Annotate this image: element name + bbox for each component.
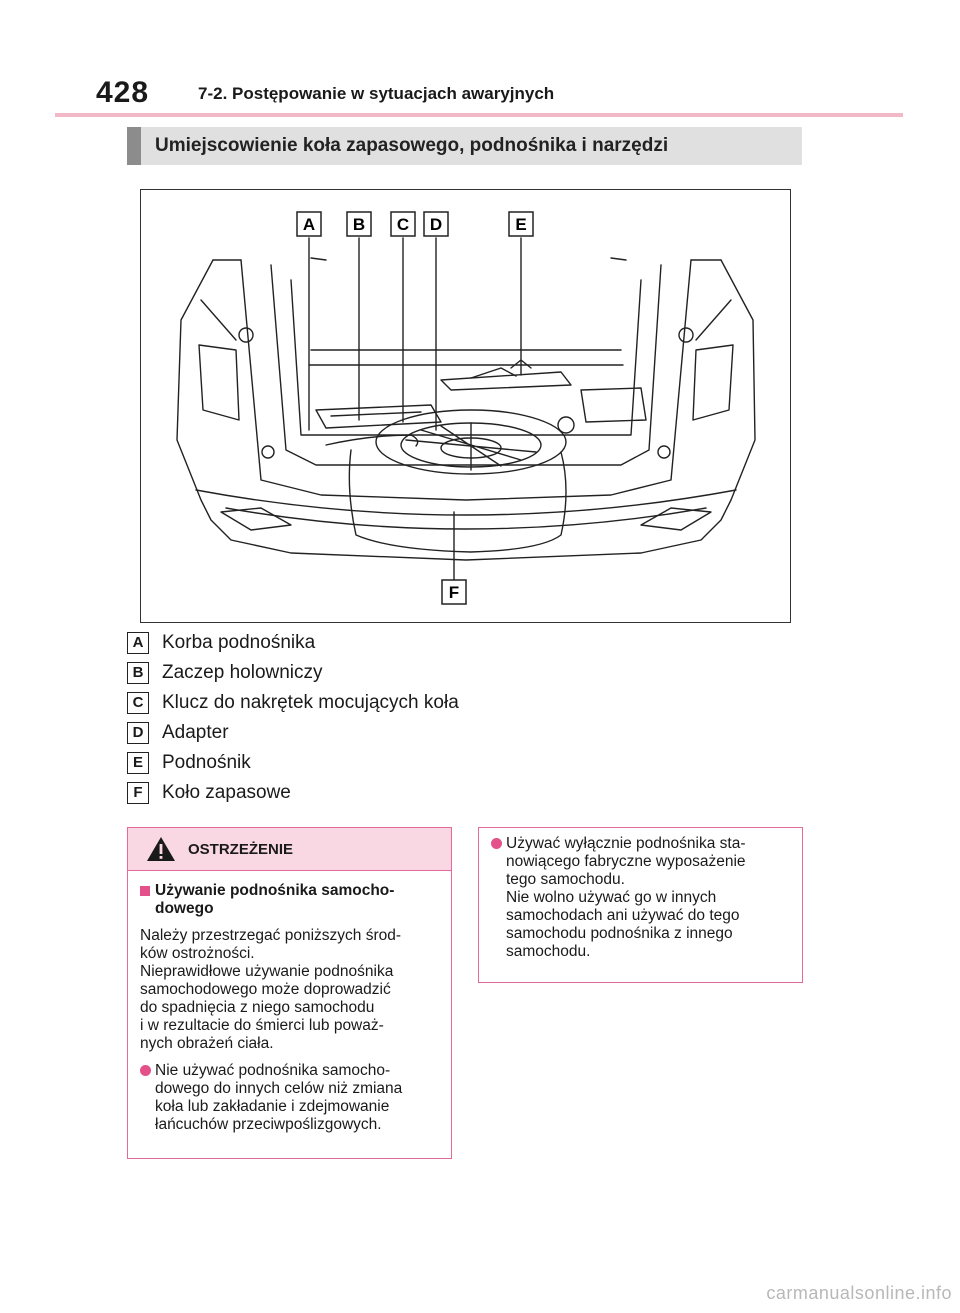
bullet-dot-icon xyxy=(491,838,502,849)
warning-box-continued: Używać wyłącznie podnośnika sta- nowiące… xyxy=(478,827,803,983)
legend-key-d: D xyxy=(127,722,149,744)
callout-e-label: E xyxy=(515,215,526,234)
legend-key-c: C xyxy=(127,692,149,714)
callout-a: A xyxy=(296,211,322,237)
spare-wheel-outline xyxy=(348,449,567,553)
legend-text-e: Podnośnik xyxy=(162,752,251,773)
hatch-opening xyxy=(240,259,692,501)
callout-b: B xyxy=(346,211,372,237)
legend-key-b: B xyxy=(127,662,149,684)
legend-text-c: Klucz do nakrętek mocujących koła xyxy=(162,692,459,713)
trunk-illustration: A B C D E F xyxy=(140,189,791,623)
bullet-line: samochodu. xyxy=(506,943,591,960)
legend-key-e: E xyxy=(127,752,149,774)
section-title: Umiejscowienie koła zapasowego, podnośni… xyxy=(155,135,669,156)
subheading-line: Używanie podnośnika samocho- xyxy=(155,882,395,899)
car-body-outline xyxy=(176,259,756,561)
bullet-dot-icon xyxy=(140,1065,151,1076)
square-bullet-icon xyxy=(140,886,150,896)
bullet-line: Nie używać podnośnika samocho- xyxy=(155,1062,391,1079)
paragraph-line: nych obrażeń ciała. xyxy=(140,1035,274,1052)
paragraph-line: i w rezultacie do śmierci lub poważ- xyxy=(140,1017,384,1034)
bullet-line: łańcuchów przeciwpoślizgowych. xyxy=(155,1116,382,1133)
warning-paragraph: Należy przestrzegać poniższych środ- ków… xyxy=(140,927,441,1053)
bullet-line: nowiącego fabryczne wyposażenie xyxy=(506,853,746,870)
legend-text-d: Adapter xyxy=(162,722,229,743)
chapter-title: 7-2. Postępowanie w sytuacjach awaryjnyc… xyxy=(198,84,555,103)
bullet-line: samochodu podnośnika z innego xyxy=(506,925,733,942)
bullet-line: Nie wolno używać go w innych xyxy=(506,889,717,906)
callout-d-label: D xyxy=(430,215,442,234)
warning-body: Używanie podnośnika samocho- dowego Nale… xyxy=(128,871,451,1134)
bullet-line: koła lub zakładanie i zdejmowanie xyxy=(155,1098,390,1115)
warning-header: OSTRZEŻENIE xyxy=(128,828,451,871)
paragraph-line: do spadnięcia z niego samochodu xyxy=(140,999,375,1016)
warning-triangle-icon xyxy=(147,837,175,861)
paragraph-line: ków ostrożności. xyxy=(140,945,255,962)
callout-b-label: B xyxy=(353,215,365,234)
legend-text-a: Korba podnośnika xyxy=(162,632,316,653)
callout-f: F xyxy=(441,579,467,605)
callout-d: D xyxy=(423,211,449,237)
warning-label: OSTRZEŻENIE xyxy=(188,841,294,858)
car-rear-drawing: A B C D E F xyxy=(176,211,756,605)
bullet-line: tego samochodu. xyxy=(506,871,625,888)
legend-text-f: Koło zapasowe xyxy=(162,782,291,803)
callout-f-label: F xyxy=(449,583,459,602)
legend-key-a: A xyxy=(127,632,149,654)
callout-c-label: C xyxy=(397,215,409,234)
callout-a-label: A xyxy=(303,215,315,234)
bullet-line: dowego do innych celów niż zmiana xyxy=(155,1080,403,1097)
subheading-line: dowego xyxy=(155,900,214,917)
bullet-line: samochodach ani używać do tego xyxy=(506,907,740,924)
legend-key-f: F xyxy=(127,782,149,804)
warning-subheading: Używanie podnośnika samocho- dowego xyxy=(140,882,441,918)
callout-e: E xyxy=(508,211,534,237)
paragraph-line: samochodowego może doprowadzić xyxy=(140,981,391,998)
warning-continued-body: Używać wyłącznie podnośnika sta- nowiące… xyxy=(479,828,802,961)
warning-bullet: Używać wyłącznie podnośnika sta- nowiące… xyxy=(491,835,792,961)
paragraph-line: Nieprawidłowe używanie podnośnika xyxy=(140,963,394,980)
header-rule xyxy=(55,113,903,117)
warning-bullet: Nie używać podnośnika samocho- dowego do… xyxy=(140,1062,441,1134)
page-number: 428 xyxy=(96,76,150,109)
paragraph-line: Należy przestrzegać poniższych środ- xyxy=(140,927,402,944)
footer-watermark-url: carmanualsonline.info xyxy=(766,1283,952,1303)
legend-text-b: Zaczep holowniczy xyxy=(162,662,323,683)
callout-c: C xyxy=(390,211,416,237)
warning-box: OSTRZEŻENIE Używanie podnośnika samocho-… xyxy=(127,827,452,1159)
bullet-line: Używać wyłącznie podnośnika sta- xyxy=(506,835,746,852)
section-heading-bar: Umiejscowienie koła zapasowego, podnośni… xyxy=(127,127,802,165)
